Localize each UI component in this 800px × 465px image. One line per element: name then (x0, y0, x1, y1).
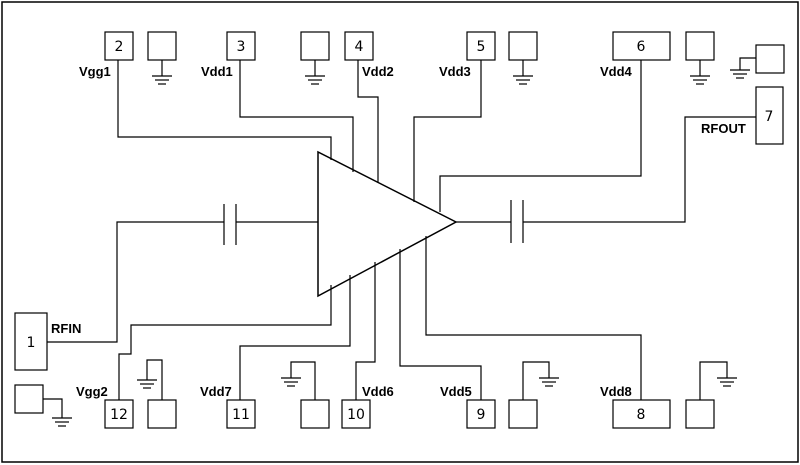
trace-vdd2 (357, 60, 379, 183)
label-rfin: RFIN (51, 321, 81, 336)
svg-text:5: 5 (477, 39, 486, 55)
label-vdd5: Vdd5 (440, 384, 472, 399)
pad-7: 7 (755, 86, 784, 145)
pad-12: 12 (104, 399, 134, 429)
ground-pad-top-4 (685, 31, 715, 85)
trace-vdd4 (439, 60, 642, 212)
pad-9: 9 (466, 399, 496, 429)
rf-input-trace (47, 221, 318, 343)
trace-vdd3 (413, 60, 482, 202)
svg-text:4: 4 (355, 39, 364, 55)
output-capacitor (510, 200, 524, 243)
ground-pad-bottom-2 (281, 361, 330, 429)
trace-vdd8 (425, 236, 642, 400)
pad-11: 11 (226, 399, 256, 429)
pad-1: 1 (14, 312, 48, 371)
svg-text:8: 8 (637, 407, 646, 423)
label-vdd8: Vdd8 (600, 384, 632, 399)
ground-pad-bottom-4 (685, 361, 737, 429)
svg-text:6: 6 (637, 39, 646, 55)
amplifier-triangle (317, 150, 458, 298)
svg-text:3: 3 (237, 39, 246, 55)
label-vgg1: Vgg1 (79, 64, 111, 79)
pad-4: 4 (344, 31, 374, 61)
ground-pad-top-right (730, 44, 785, 79)
pad-6: 6 (612, 31, 671, 61)
pad-3: 3 (226, 31, 256, 61)
label-vdd4: Vdd4 (600, 64, 633, 79)
pad-8: 8 (612, 399, 671, 429)
label-vdd7: Vdd7 (200, 384, 232, 399)
label-vdd1: Vdd1 (201, 64, 233, 79)
trace-vdd7 (239, 275, 351, 400)
ground-pad-bottom-3 (508, 361, 559, 429)
ground-pad-top-3 (508, 31, 538, 85)
input-capacitor (223, 204, 237, 245)
trace-vdd5 (399, 249, 482, 400)
ground-pad-top-1 (147, 31, 177, 85)
svg-text:12: 12 (110, 407, 128, 423)
ground-pad-bottom-left (14, 384, 72, 427)
label-vdd3: Vdd3 (439, 64, 471, 79)
trace-vdd1 (239, 60, 354, 172)
ground-pad-top-2 (300, 31, 330, 85)
label-rfout: RFOUT (701, 121, 746, 136)
pad-5: 5 (466, 31, 496, 61)
svg-text:11: 11 (232, 407, 250, 423)
svg-text:2: 2 (115, 39, 124, 55)
pad-2: 2 (104, 31, 134, 61)
label-vdd6: Vdd6 (362, 384, 394, 399)
label-vdd2: Vdd2 (362, 64, 394, 79)
trace-vgg1 (117, 60, 332, 160)
ground-pad-bottom-1 (137, 359, 177, 429)
svg-text:1: 1 (27, 335, 36, 351)
rf-output-trace (456, 116, 756, 223)
svg-text:10: 10 (347, 407, 365, 423)
svg-text:7: 7 (765, 109, 774, 125)
trace-vgg2 (118, 285, 332, 400)
trace-vdd6 (355, 262, 376, 400)
svg-text:9: 9 (477, 407, 486, 423)
label-vgg2: Vgg2 (76, 384, 108, 399)
pad-10: 10 (341, 399, 371, 429)
